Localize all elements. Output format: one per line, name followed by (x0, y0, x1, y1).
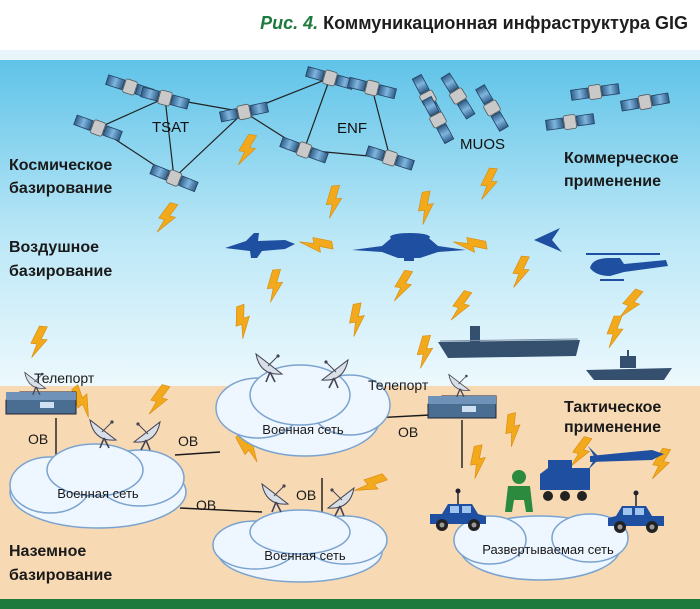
military-net-label: Военная сеть (262, 422, 344, 437)
cloud-icon (9, 443, 187, 529)
teleport-station-icon (427, 373, 497, 419)
figure-number: Рис. 4. (260, 13, 319, 33)
teleport-label: Телепорт (368, 377, 429, 393)
tier-labels: Космическое базирование Воздушное базиро… (9, 150, 679, 584)
deployable-net-label: Развертываемая сеть (482, 542, 614, 557)
tactical-label-1: Тактическое (564, 399, 661, 416)
air-tier-label-2: базирование (9, 263, 112, 280)
mobile-launcher-icon (540, 460, 590, 501)
ob-label: ОВ (178, 433, 198, 449)
stealth-bomber-icon (534, 228, 562, 252)
awacs-plane-icon (352, 233, 466, 261)
naval-platforms (438, 326, 672, 380)
soldier-icon (505, 470, 533, 512)
commercial-label-1: Коммерческое (564, 150, 679, 167)
ob-label: ОВ (296, 487, 316, 503)
military-net-label: Военная сеть (264, 548, 346, 563)
ob-label: ОВ (398, 424, 418, 440)
caption-text: Рис. 4. Коммуникационная инфраструктура … (260, 13, 688, 34)
warship-icon (586, 350, 672, 380)
ground-tier-label-1: Наземное (9, 543, 86, 560)
fighter-jet-icon (225, 233, 295, 258)
space-tier-label-2: базирование (9, 180, 112, 197)
sky-background (0, 60, 700, 390)
muos-label: MUOS (460, 136, 505, 153)
tsat-label: TSAT (152, 119, 189, 136)
ground-tier-label-2: базирование (9, 567, 112, 584)
ground-labels: Телепорт Телепорт ОВ ОВ ОВ ОВ ОВ (28, 370, 429, 513)
bottom-border (0, 599, 700, 609)
ob-label: ОВ (28, 431, 48, 447)
air-platforms (225, 228, 668, 281)
ground-links (55, 414, 463, 524)
figure-title: Коммуникационная инфраструктура GIG (323, 13, 688, 33)
aircraft-carrier-icon (438, 326, 580, 358)
clouds (9, 364, 629, 583)
air-tier-label-1: Воздушное (9, 239, 99, 256)
tactical-units (429, 446, 665, 534)
tactical-label-2: применение (564, 419, 661, 436)
missile-icon (588, 446, 664, 470)
cloud-icon (212, 509, 388, 583)
ob-label: ОВ (196, 497, 216, 513)
teleport-stations (5, 371, 497, 419)
commercial-label-2: применение (564, 173, 661, 190)
figure-caption: Рис. 4. Коммуникационная инфраструктура … (0, 0, 700, 50)
network-labels: Военная сеть Военная сеть Военная сеть Р… (57, 422, 614, 563)
teleport-label: Телепорт (34, 370, 95, 386)
sky-top-band (0, 50, 700, 61)
military-net-label: Военная сеть (57, 486, 139, 501)
helicopter-icon (586, 253, 668, 281)
space-tier-label-1: Космическое (9, 157, 112, 174)
teleport-station-icon (5, 371, 77, 415)
enf-label: ENF (337, 120, 367, 137)
